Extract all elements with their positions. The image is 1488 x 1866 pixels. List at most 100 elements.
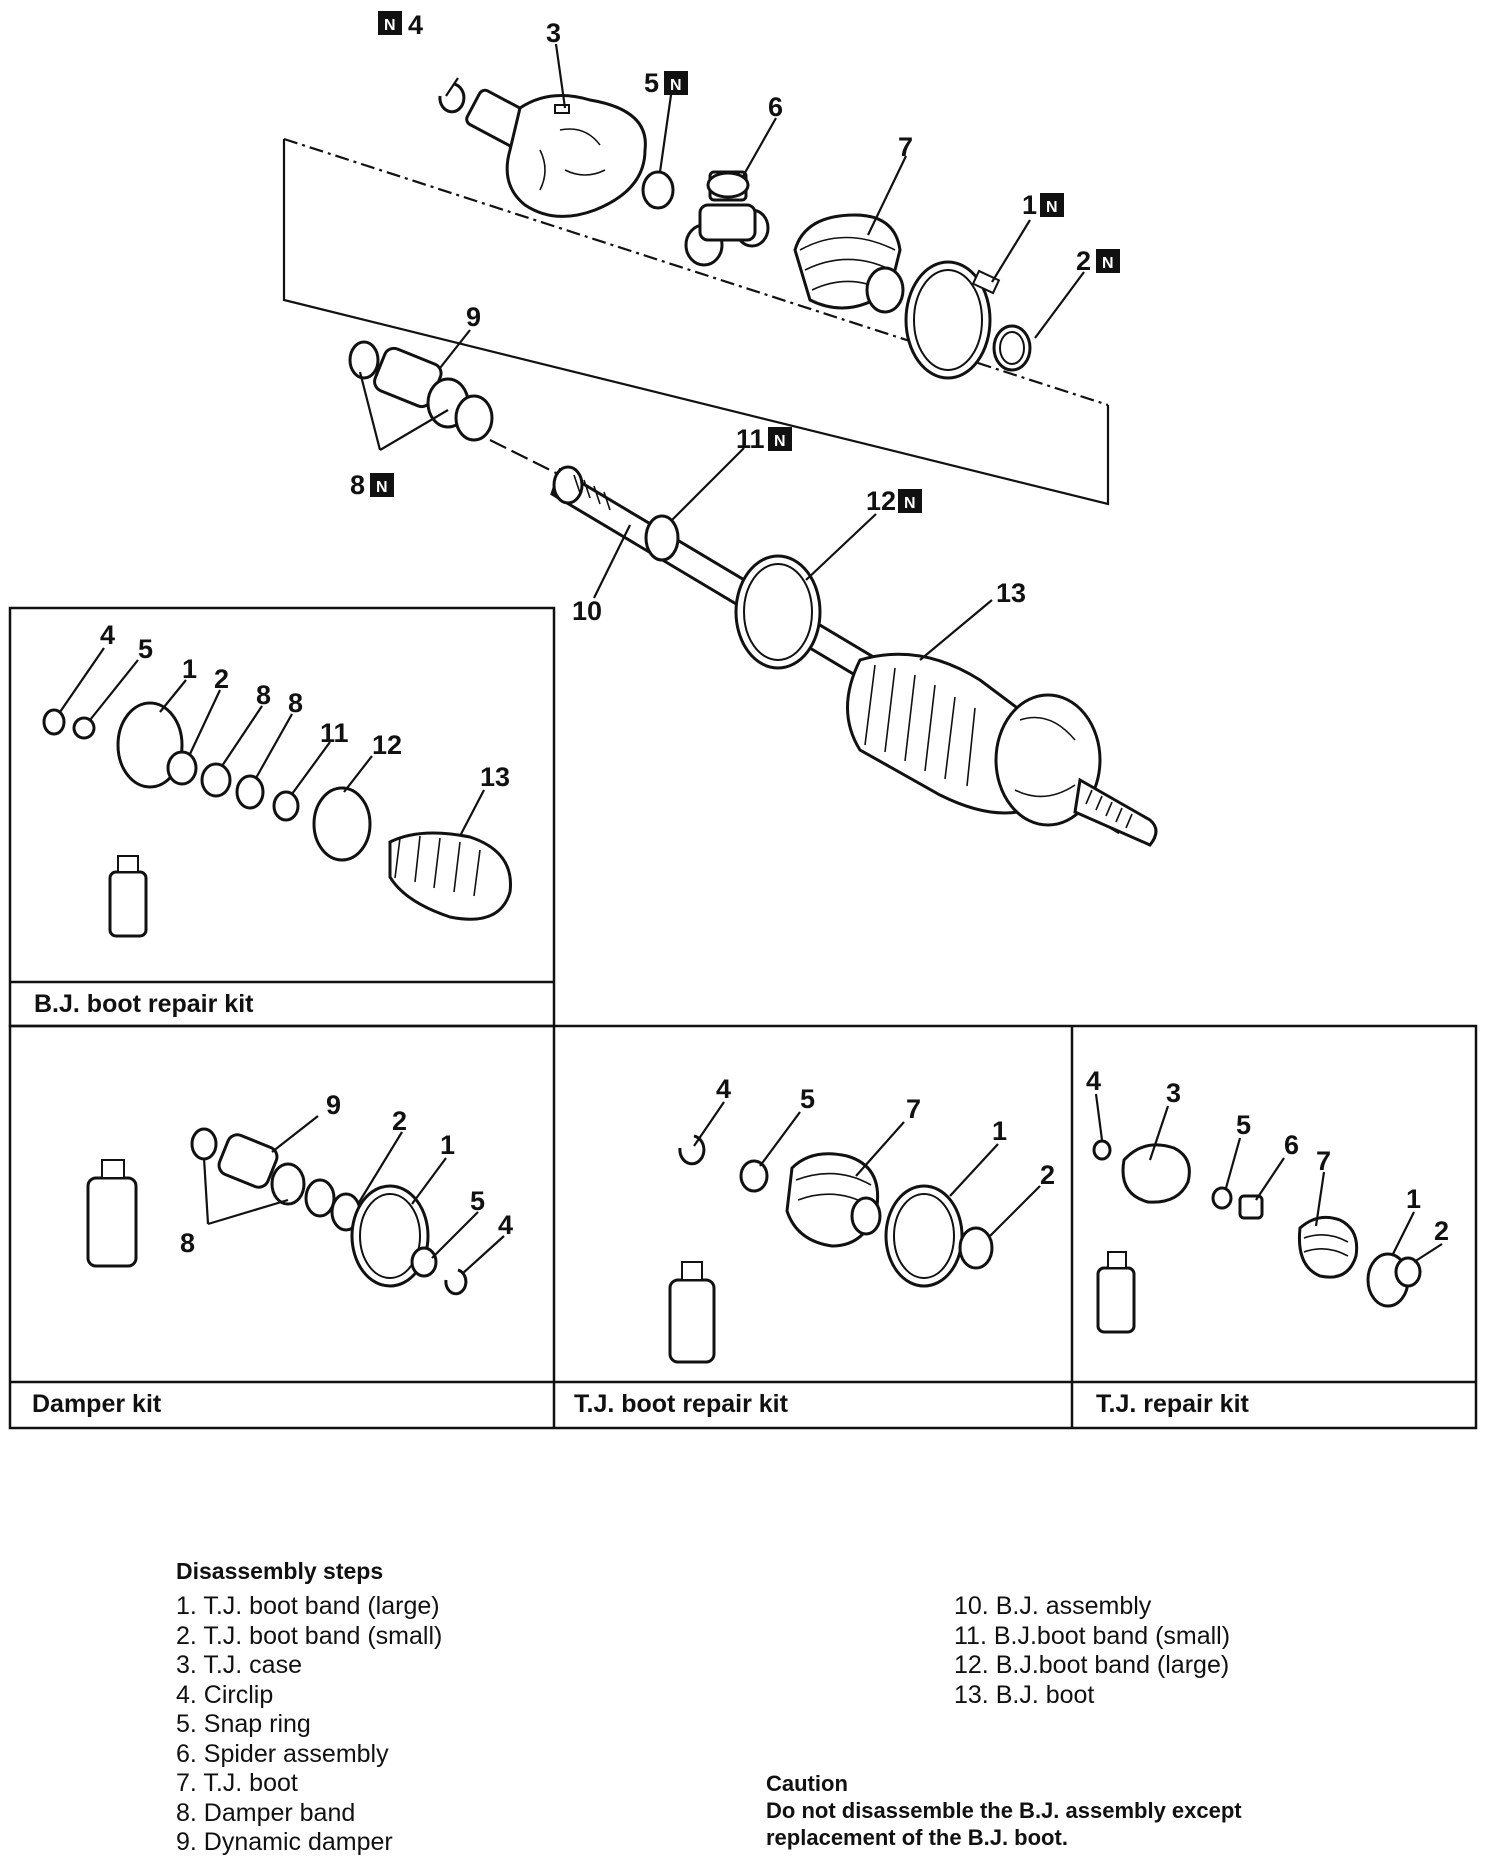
step-item: 4. Circlip — [176, 1680, 274, 1709]
step-item: 6. Spider assembly — [176, 1739, 389, 1768]
shaft-centerline — [489, 439, 561, 476]
svg-text:N: N — [376, 479, 388, 496]
caution-title: Caution — [766, 1771, 848, 1796]
tjrepair-callout-4: 4 — [1086, 1066, 1101, 1096]
callout-5: 5 — [644, 68, 659, 98]
damper-callout-9: 9 — [326, 1090, 341, 1120]
callout-2: 2 — [1076, 246, 1091, 276]
n-badge-12: N — [898, 489, 922, 513]
tjboot-callout-7: 7 — [906, 1094, 921, 1124]
tjboot-callout-4: 4 — [716, 1074, 731, 1104]
steps-list-left: 1. T.J. boot band (large) 2. T.J. boot b… — [176, 1592, 442, 1858]
tjrepair-callout-3: 3 — [1166, 1078, 1181, 1108]
caution-text-line2: replacement of the B.J. boot. — [766, 1825, 1068, 1850]
step-item: 1. T.J. boot band (large) — [176, 1592, 440, 1620]
svg-text:N: N — [774, 433, 786, 450]
step-item: 10. B.J. assembly — [954, 1592, 1152, 1620]
n-badge-5: N — [664, 71, 688, 95]
bj-boot-repair-kit-label: B.J. boot repair kit — [34, 990, 254, 1018]
step-item: 9. Dynamic damper — [176, 1828, 393, 1856]
callout-12: 12 — [866, 486, 896, 516]
tj-boot-band-large-part — [904, 260, 1001, 380]
tjboot-callout-1: 1 — [992, 1116, 1007, 1146]
callout-7: 7 — [898, 132, 913, 162]
steps-list-right: 10. B.J. assembly 11. B.J.boot band (sma… — [954, 1592, 1230, 1710]
step-item: 8. Damper band — [176, 1798, 356, 1827]
damper-callout-8: 8 — [180, 1228, 195, 1258]
bj-callout-1: 1 — [182, 654, 197, 684]
bj-callout-5: 5 — [138, 634, 153, 664]
callout-8: 8 — [350, 470, 365, 500]
bj-boot-band-large-part — [734, 554, 822, 670]
step-item: 11. B.J.boot band (small) — [954, 1621, 1231, 1650]
n-badge-8: N — [370, 473, 394, 497]
tj-repair-kit-leaders — [1094, 1093, 1443, 1263]
step-item: 12. B.J.boot band (large) — [954, 1651, 1230, 1679]
damper-kit-parts — [86, 1127, 468, 1296]
tj-repair-kit-label: T.J. repair kit — [1096, 1390, 1250, 1418]
tjrepair-callout-5: 5 — [1236, 1110, 1251, 1140]
callout-3: 3 — [546, 18, 561, 48]
main-leaders — [358, 43, 1085, 661]
tj-case-part — [465, 88, 647, 218]
spider-assembly-part — [684, 170, 770, 267]
disassembly-steps-section: Disassembly steps 1. T.J. boot band (lar… — [176, 1558, 1476, 1858]
svg-text:N: N — [904, 495, 916, 512]
bj-kit-parts — [42, 701, 512, 938]
tjrepair-callout-2: 2 — [1434, 1216, 1449, 1246]
tj-boot-kit-parts — [668, 1134, 994, 1364]
step-item: 2. T.J. boot band (small) — [176, 1621, 443, 1650]
caution-text-line1: Do not disassemble the B.J. assembly exc… — [766, 1798, 1242, 1823]
tj-repair-kit-parts — [1092, 1139, 1422, 1334]
bj-kit-leaders — [59, 647, 485, 837]
tj-boot-part — [793, 213, 905, 314]
damper-callout-5: 5 — [470, 1186, 485, 1216]
tjrepair-callout-6: 6 — [1284, 1130, 1299, 1160]
caution-note: Caution Do not disassemble the B.J. asse… — [766, 1770, 1242, 1851]
circlip-part — [438, 82, 466, 114]
bj-callout-13: 13 — [480, 762, 510, 792]
step-item: 5. Snap ring — [176, 1710, 311, 1738]
n-badge-1: N — [1040, 193, 1064, 217]
damper-callout-2: 2 — [392, 1106, 407, 1136]
damper-callout-1: 1 — [440, 1130, 455, 1160]
svg-text:N: N — [670, 77, 682, 94]
bj-boot-part — [846, 652, 1158, 847]
exploded-drive-shaft-diagram: 3 N 4 5 N 6 7 1 N 2 N 9 8 N 11 N 12 N 10… — [8, 10, 1478, 1430]
assembly-frame-line — [282, 139, 1110, 506]
tj-boot-band-small-part — [992, 324, 1032, 372]
callout-13: 13 — [996, 578, 1026, 608]
step-item: 3. T.J. case — [176, 1651, 302, 1679]
bj-callout-4: 4 — [100, 620, 115, 650]
bj-callout-8b: 8 — [288, 688, 303, 718]
tj-boot-kit-leaders — [693, 1101, 1041, 1237]
step-item: 7. T.J. boot — [176, 1769, 298, 1797]
bj-callout-12: 12 — [372, 730, 402, 760]
tjrepair-callout-7: 7 — [1316, 1146, 1331, 1176]
step-item: 13. B.J. boot — [954, 1680, 1095, 1709]
tjboot-callout-5: 5 — [800, 1084, 815, 1114]
callout-6: 6 — [768, 92, 783, 122]
n-badge-4: N — [378, 11, 402, 35]
kit-row-box — [8, 1024, 1478, 1430]
callout-1: 1 — [1022, 190, 1037, 220]
damper-kit-leaders — [202, 1115, 505, 1275]
svg-text:N: N — [384, 17, 396, 34]
disassembly-steps-title: Disassembly steps — [176, 1558, 384, 1584]
tj-boot-repair-kit-label: T.J. boot repair kit — [574, 1390, 789, 1418]
bj-callout-8a: 8 — [256, 680, 271, 710]
callout-9: 9 — [466, 302, 481, 332]
n-badge-2: N — [1096, 249, 1120, 273]
damper-callout-4: 4 — [498, 1210, 513, 1240]
callout-10: 10 — [572, 596, 602, 626]
callout-4: 4 — [408, 10, 423, 40]
bj-callout-2: 2 — [214, 664, 229, 694]
svg-text:N: N — [1102, 255, 1114, 272]
snap-ring-part — [641, 170, 675, 210]
damper-kit-label: Damper kit — [32, 1390, 162, 1418]
tjrepair-callout-1: 1 — [1406, 1184, 1421, 1214]
n-badge-11: N — [768, 427, 792, 451]
dynamic-damper-part — [348, 340, 494, 442]
callout-11: 11 — [736, 424, 765, 454]
bj-callout-11: 11 — [320, 718, 349, 748]
